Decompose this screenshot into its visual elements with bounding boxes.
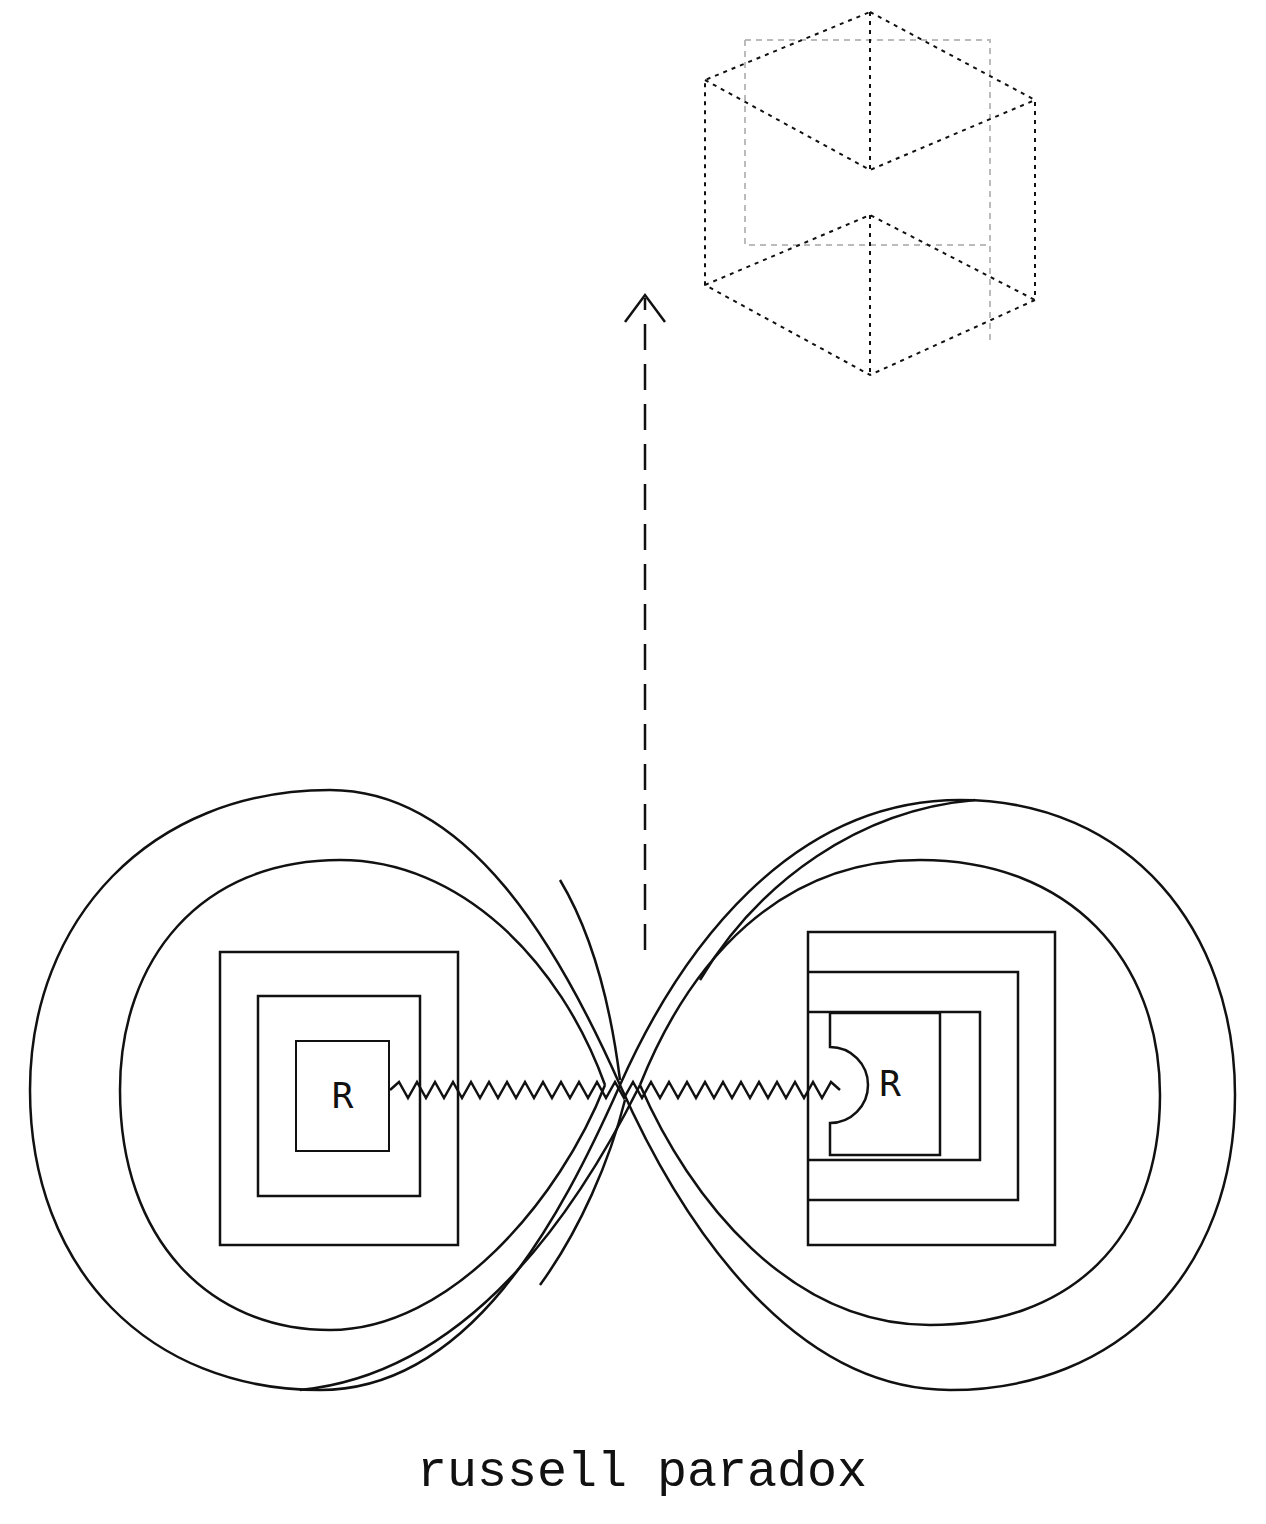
set-box: R (295, 1040, 390, 1152)
set-label: R (332, 1078, 354, 1114)
figure-eight-band (30, 790, 1235, 1390)
nested-squares (220, 932, 1055, 1245)
zigzag-link (390, 1082, 840, 1098)
caption: russell paradox (417, 1444, 867, 1501)
set-label: R (879, 1066, 901, 1102)
dashed-arrow (625, 295, 665, 950)
dotted-cube (705, 12, 1035, 375)
set-box: R (840, 1013, 940, 1155)
